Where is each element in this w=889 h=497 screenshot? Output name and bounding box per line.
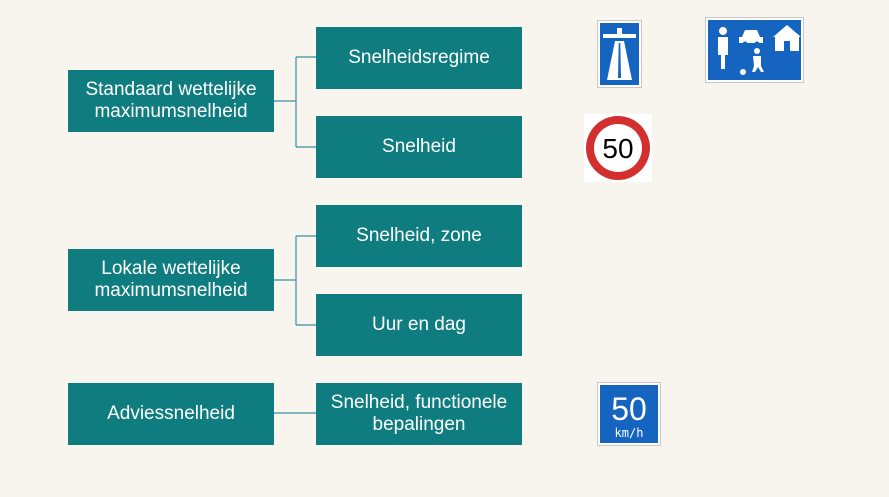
child-functionele-bepalingen-label: Snelheid, functionele bepalingen (330, 392, 508, 435)
child-snelheid-zone: Snelheid, zone (316, 205, 522, 267)
category-advies: Adviessnelheid (68, 383, 274, 445)
category-advies-label: Adviessnelheid (107, 403, 235, 424)
residential-zone-sign-icon (705, 17, 804, 83)
speed-limit-value: 50 (602, 133, 633, 164)
child-uur-en-dag: Uur en dag (316, 294, 522, 356)
category-standaard: Standaard wettelijke maximumsnelheid (68, 70, 274, 132)
advisory-speed-value: 50 (611, 391, 647, 427)
child-functionele-bepalingen: Snelheid, functionele bepalingen (316, 383, 522, 445)
child-snelheid-zone-label: Snelheid, zone (356, 225, 482, 246)
advisory-speed-sign-icon: 50 km/h (597, 382, 661, 446)
child-snelheid: Snelheid (316, 116, 522, 178)
category-lokale: Lokale wettelijke maximumsnelheid (68, 249, 274, 311)
advisory-speed-unit: km/h (615, 426, 644, 440)
child-snelheidsregime-label: Snelheidsregime (348, 47, 490, 68)
category-lokale-label: Lokale wettelijke maximumsnelheid (94, 258, 248, 301)
motorway-sign-icon (597, 20, 642, 88)
category-standaard-label: Standaard wettelijke maximumsnelheid (85, 79, 257, 122)
connector-lokale (274, 235, 316, 326)
child-snelheid-label: Snelheid (382, 136, 456, 157)
child-snelheidsregime: Snelheidsregime (316, 27, 522, 89)
connector-standaard (274, 56, 316, 148)
speed-limit-sign-icon: 50 (584, 114, 652, 182)
child-uur-en-dag-label: Uur en dag (371, 314, 466, 335)
